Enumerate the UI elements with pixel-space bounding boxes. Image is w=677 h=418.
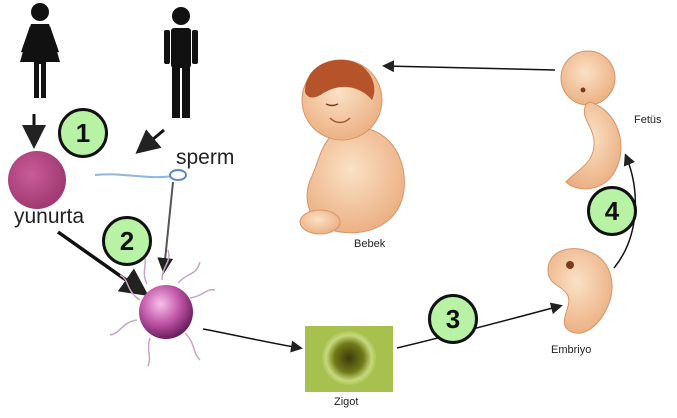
embryo-icon <box>548 249 612 334</box>
egg-label: yunurta <box>14 205 84 229</box>
arrow-man-to-sperm <box>140 130 164 150</box>
step-3-badge: 3 <box>428 294 478 344</box>
man-icon <box>164 7 198 118</box>
sperm-icon <box>95 170 186 180</box>
step-1-badge: 1 <box>58 108 108 158</box>
baby-icon <box>300 60 404 234</box>
baby-label: Bebek <box>354 238 385 250</box>
embryo-label: Embriyo <box>551 344 591 356</box>
sperm-label: sperm <box>176 146 234 170</box>
arrow-fetus-to-baby <box>385 66 555 70</box>
egg-icon <box>8 151 66 209</box>
fetus-label: Fetüs <box>634 114 662 126</box>
zygote-icon <box>305 326 393 392</box>
fetus-icon <box>561 51 621 189</box>
arrow-zygote-to-embryo <box>397 306 560 348</box>
step-2-badge: 2 <box>102 216 152 266</box>
arrow-to-zygote <box>203 329 300 348</box>
fertilized-egg-icon <box>110 250 215 366</box>
step-4-badge: 4 <box>587 186 637 236</box>
woman-icon <box>20 3 60 98</box>
zygote-label: Zigot <box>334 396 358 408</box>
